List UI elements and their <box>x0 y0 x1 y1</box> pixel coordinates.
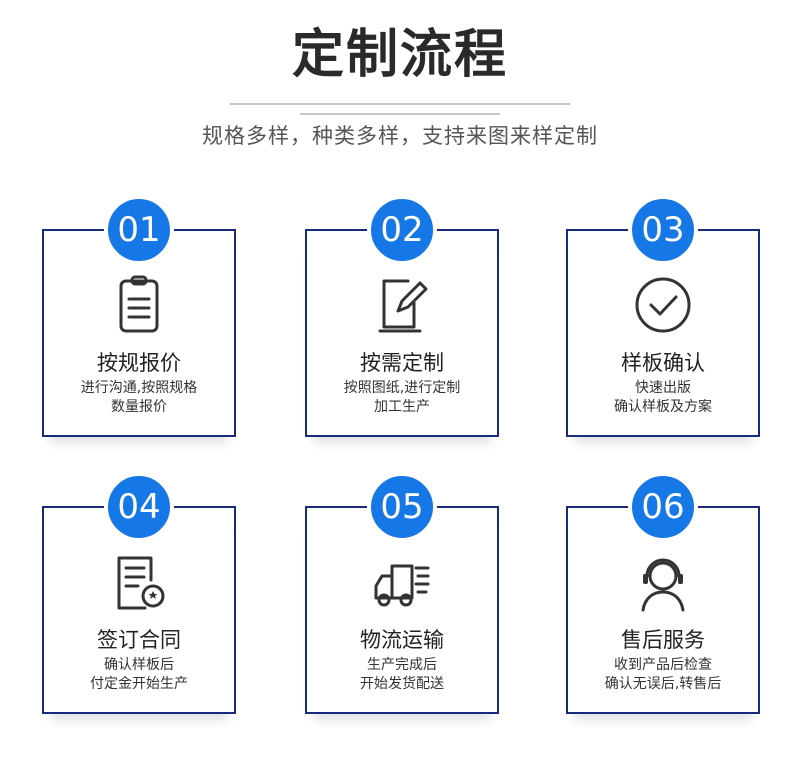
step-description: 进行沟通,按照规格数量报价 <box>44 379 234 417</box>
step-number-badge: 02 <box>367 195 437 265</box>
step-card-06: 06 售后服务 收到产品后检查确认无误后,转售后 <box>566 472 760 714</box>
step-number-badge: 04 <box>104 472 174 542</box>
step-number-badge: 01 <box>104 195 174 265</box>
contract-icon <box>117 556 165 610</box>
step-description: 生产完成后开始发货配送 <box>307 656 497 694</box>
edit-document-icon <box>378 279 428 333</box>
step-description-line: 开始发货配送 <box>360 676 444 692</box>
step-title: 按规报价 <box>97 351 181 375</box>
step-card-05: 05 物流运输 生产完成后开始发货配送 <box>305 472 499 714</box>
step-number-badge: 03 <box>628 195 698 265</box>
step-description-line: 确认无误后,转售后 <box>604 676 722 692</box>
step-number-badge: 05 <box>367 472 437 542</box>
step-description: 快速出版确认样板及方案 <box>568 379 758 417</box>
step-description-line: 进行沟通,按照规格 <box>80 380 198 396</box>
step-title: 签订合同 <box>97 628 181 652</box>
step-description: 确认样板后付定金开始生产 <box>44 656 234 694</box>
customer-service-icon <box>641 558 685 612</box>
step-number-badge: 06 <box>628 472 698 542</box>
step-description-line: 付定金开始生产 <box>90 676 188 692</box>
step-title: 样板确认 <box>621 351 705 375</box>
step-description-line: 加工生产 <box>374 399 430 415</box>
step-card-03: 03 样板确认 快速出版确认样板及方案 <box>566 195 760 437</box>
clipboard-icon <box>119 275 159 333</box>
decorative-text-line <box>0 100 800 119</box>
step-description-line: 生产完成后 <box>367 657 437 673</box>
page-title: 定制流程 <box>291 25 508 85</box>
decorative-text-line <box>0 90 800 109</box>
step-title: 按需定制 <box>360 351 444 375</box>
step-description-line: 数量报价 <box>111 399 167 415</box>
step-card-02: 02 按需定制 按照图纸,进行定制加工生产 <box>305 195 499 437</box>
step-description-line: 确认样板及方案 <box>614 399 712 415</box>
delivery-truck-icon <box>374 564 430 607</box>
step-description-line: 按照图纸,进行定制 <box>343 380 461 396</box>
step-description: 按照图纸,进行定制加工生产 <box>307 379 497 417</box>
step-description-line: 确认样板后 <box>104 657 174 673</box>
page-subtitle: 规格多样，种类多样，支持来图来样定制 <box>202 124 598 148</box>
step-card-04: 04 签订合同 确认样板后付定金开始生产 <box>42 472 236 714</box>
check-circle-icon <box>635 277 691 333</box>
step-description-line: 收到产品后检查 <box>614 657 712 673</box>
step-description: 收到产品后检查确认无误后,转售后 <box>568 656 758 694</box>
step-card-01: 01 按规报价 进行沟通,按照规格数量报价 <box>42 195 236 437</box>
step-title: 物流运输 <box>360 628 444 652</box>
step-title: 售后服务 <box>621 628 705 652</box>
step-description-line: 快速出版 <box>635 380 691 396</box>
